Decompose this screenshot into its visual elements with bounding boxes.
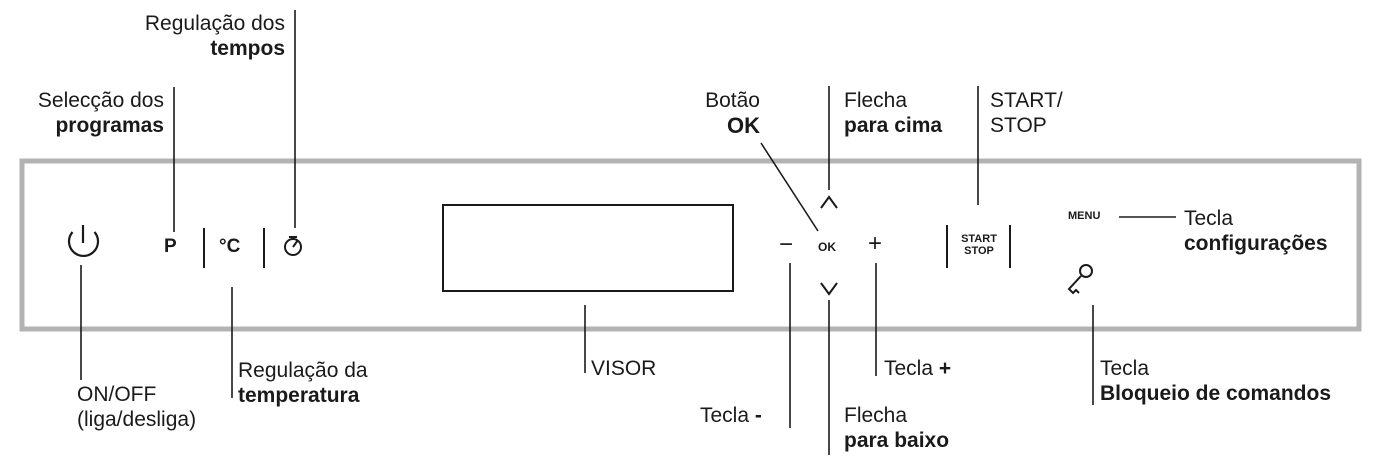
stop-key-label: STOP (964, 245, 994, 257)
start-key-label: START (961, 233, 997, 245)
callout-tempos: Regulação dos tempos (92, 11, 285, 61)
callout-temperatura-line2: temperatura (238, 384, 360, 407)
callout-tecla-plus: Tecla + (884, 356, 951, 381)
program-key[interactable]: P (164, 236, 177, 257)
callout-config-line1: Tecla (1184, 207, 1234, 230)
callout-plus-key: + (938, 357, 952, 380)
callout-configuracoes: Tecla configurações (1184, 206, 1328, 256)
callout-programas-line1: Selecção dos (37, 89, 164, 112)
callout-tempos-line2: tempos (210, 37, 285, 60)
callout-temperatura: Regulação da temperatura (238, 358, 368, 408)
callout-startstop-line1: START/ (990, 89, 1063, 112)
control-panel-frame (19, 158, 1362, 332)
callout-ok-line1: Botão (705, 89, 760, 112)
arrow-up-icon (820, 195, 838, 209)
display-window (442, 204, 734, 292)
arrow-down-icon (820, 282, 838, 296)
callout-config-line2: configurações (1184, 232, 1328, 255)
ok-button[interactable]: OK (818, 240, 836, 254)
callout-minus-text: Tecla (700, 404, 755, 427)
callout-bloqueio: Tecla Bloqueio de comandos (1100, 356, 1331, 406)
callout-baixo-line2: para baixo (844, 429, 950, 452)
callout-temperatura-line1: Regulação da (238, 359, 368, 382)
callout-ok: Botão OK (660, 88, 760, 138)
timer-icon (284, 236, 302, 256)
callout-tempos-line1: Regulação dos (144, 12, 285, 35)
callout-bloqueio-line2: Bloqueio de comandos (1100, 382, 1332, 405)
leader-lines (80, 10, 1176, 455)
callout-visor: VISOR (591, 357, 657, 380)
callout-startstop-line2: STOP (990, 114, 1047, 137)
callout-minus-key: - (754, 404, 762, 427)
callout-ok-line2: OK (727, 113, 760, 138)
callout-plus-text: Tecla (884, 357, 939, 380)
minus-key[interactable]: − (779, 231, 794, 258)
callout-programas: Selecção dos programas (0, 88, 164, 138)
key-icon (1067, 264, 1093, 295)
callout-onoff-line2: (liga/desliga) (77, 408, 197, 431)
callout-bloqueio-line1: Tecla (1100, 357, 1150, 380)
callout-baixo-line1: Flecha (844, 404, 908, 427)
callout-onoff-line1: ON/OFF (77, 383, 157, 406)
power-icon (67, 225, 100, 257)
callout-cima-line1: Flecha (844, 89, 908, 112)
start-stop-key[interactable]: START STOP (958, 233, 1000, 257)
callout-cima-line2: para cima (844, 114, 943, 137)
temperature-key[interactable]: °C (219, 236, 241, 257)
callout-flecha-cima: Flecha para cima (844, 88, 942, 138)
callout-start-stop: START/ STOP (990, 88, 1063, 138)
callout-tecla-minus: Tecla - (700, 403, 762, 428)
callout-flecha-baixo: Flecha para baixo (844, 403, 949, 453)
callout-programas-line2: programas (55, 114, 164, 137)
callout-on-off: ON/OFF (liga/desliga) (77, 382, 196, 432)
plus-key[interactable]: + (868, 230, 883, 257)
menu-key[interactable]: MENU (1068, 210, 1101, 222)
